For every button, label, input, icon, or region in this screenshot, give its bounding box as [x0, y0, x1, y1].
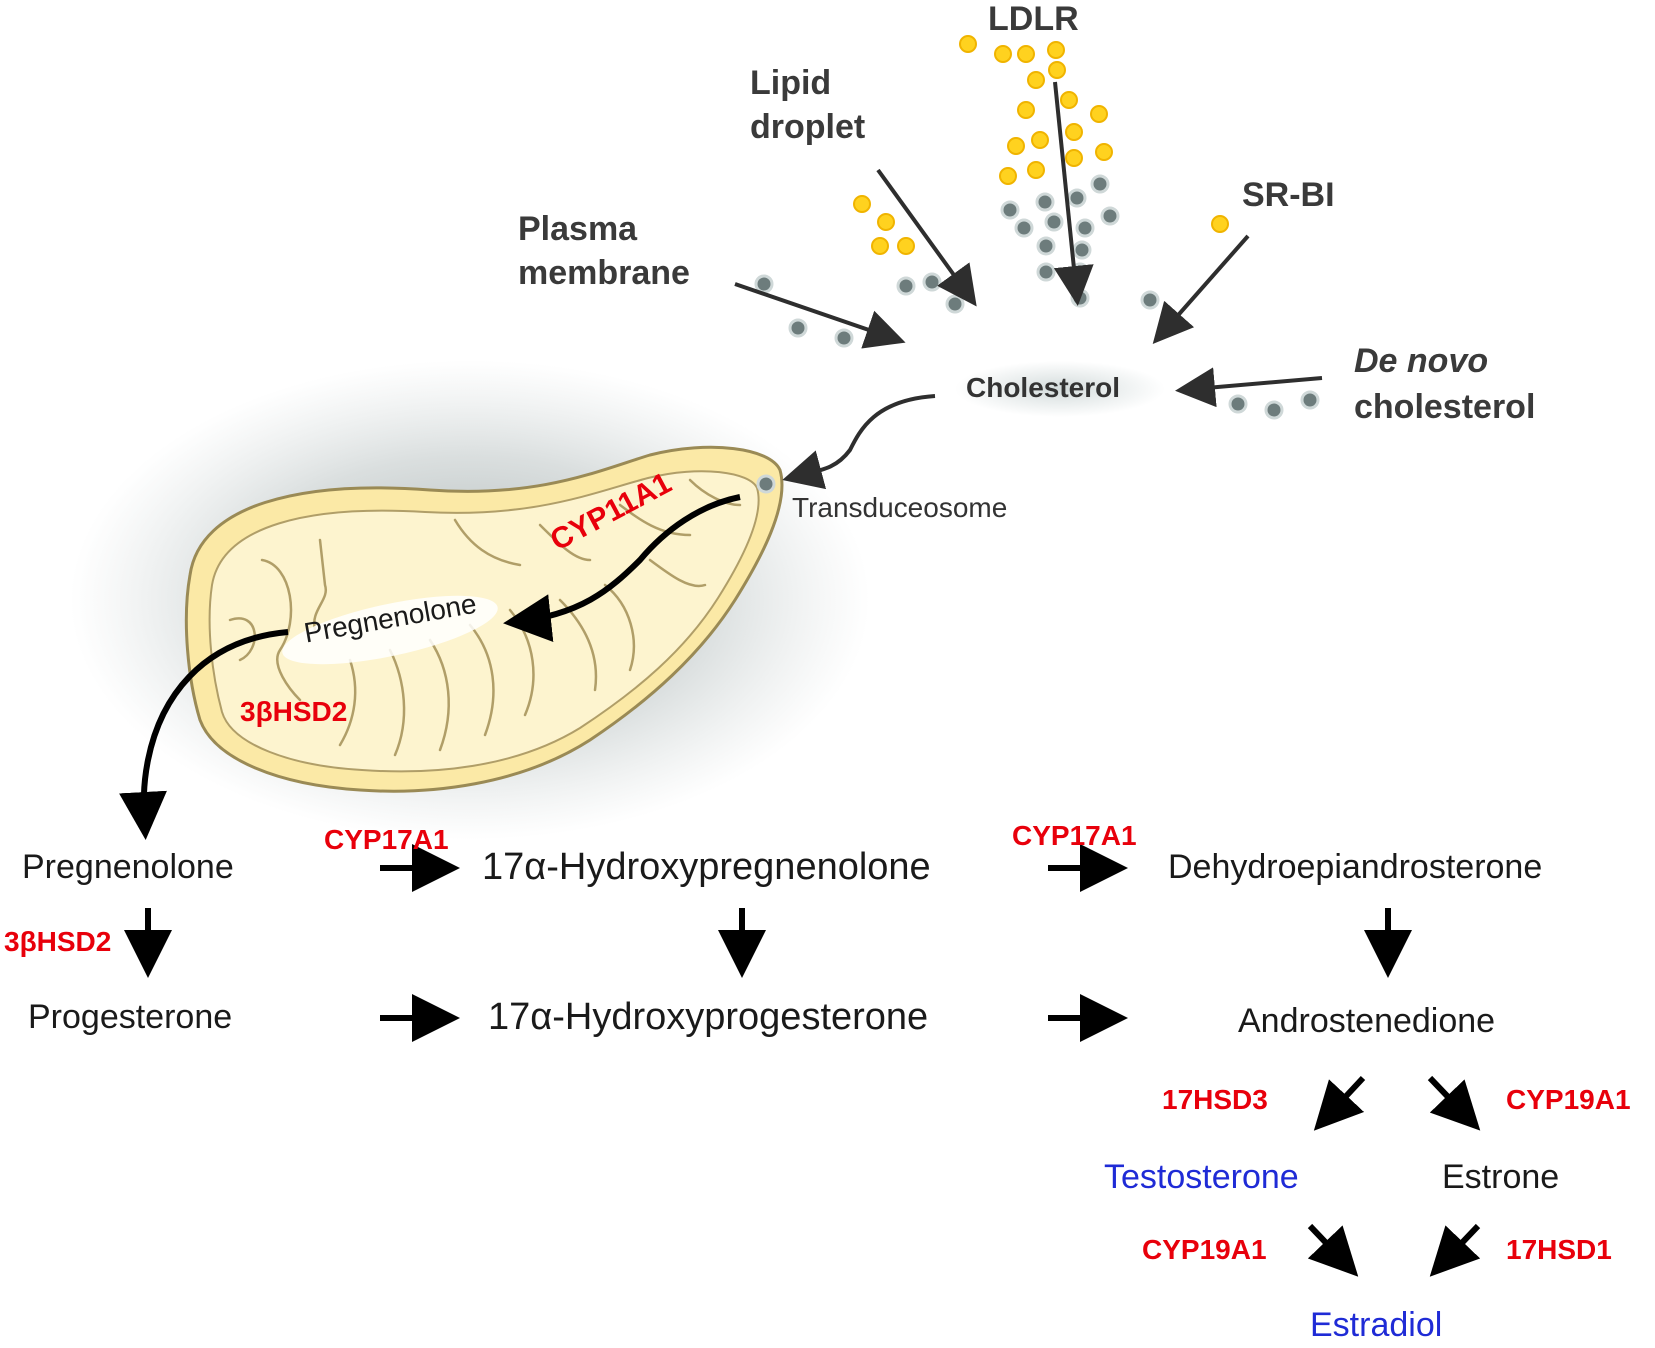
metabolite-testosterone: Testosterone: [1104, 1158, 1299, 1196]
lipid-dot-icon: [1017, 101, 1035, 119]
source-plasma-membrane-line1: Plasma: [518, 210, 638, 248]
lipid-dot-icon: [1048, 61, 1066, 79]
arrow-icon: [1313, 1075, 1366, 1131]
arrow-icon: [503, 494, 741, 642]
cholesterol-highlight: [955, 361, 1165, 417]
lipid-dot-icon: [1065, 149, 1083, 167]
source-lipid-droplet-line1: Lipid: [750, 64, 832, 102]
enzyme-17hsd3: 17HSD3: [1162, 1084, 1268, 1115]
chol-dot-icon: [1036, 236, 1056, 256]
chol-dot-icon: [922, 272, 942, 292]
source-de-novo-line2: cholesterol: [1354, 388, 1536, 426]
arrow-icon: [1152, 234, 1250, 344]
chol-dot-icon: [1067, 188, 1087, 208]
chol-dot-icon: [754, 274, 774, 294]
lipid-dot-icon: [1027, 71, 1045, 89]
chol-dot-icon: [1035, 192, 1055, 212]
cholesterol-label: Cholesterol: [966, 372, 1121, 403]
metabolite-estrone: Estrone: [1442, 1158, 1560, 1196]
lipid-dot-icon: [1017, 45, 1035, 63]
chol-dot-icon: [788, 318, 808, 338]
lipid-dot-icon: [999, 167, 1017, 185]
arrow-icon: [1429, 1223, 1481, 1277]
chol-dot-icon: [1000, 200, 1020, 220]
metabolite-dhea: Dehydroepiandrosterone: [1168, 848, 1543, 886]
chol-dot-icon: [1100, 206, 1120, 226]
source-plasma-membrane-line2: membrane: [518, 254, 690, 292]
source-sr-bi: SR-BI: [1242, 176, 1335, 214]
chol-dot-icon: [1140, 290, 1160, 310]
mito-arrows: [119, 494, 741, 840]
lipid-dot-icon: [959, 35, 977, 53]
enzyme-17hsd1: 17HSD1: [1506, 1234, 1612, 1265]
lipid-dot-icon: [1090, 105, 1108, 123]
lipid-dot-icon: [1047, 41, 1065, 59]
transduceosome-dot-icon: [756, 474, 776, 494]
source-de-novo-line1: De novo: [1354, 342, 1489, 380]
source-lipid-droplet-line2: droplet: [750, 108, 866, 146]
lipid-dot-icon: [877, 213, 895, 231]
enzyme-cyp19a1-second: CYP19A1: [1142, 1234, 1267, 1265]
lipid-dot-icon: [853, 195, 871, 213]
transduceosome-label: Transduceosome: [792, 492, 1008, 523]
enzyme-cyp17a1-first: CYP17A1: [324, 824, 449, 855]
lipid-dot-icon: [1065, 123, 1083, 141]
chol-dot-icon: [1075, 218, 1095, 238]
arrow-icon: [1307, 1223, 1359, 1277]
metabolite-androstenedione: Androstenedione: [1238, 1002, 1496, 1040]
chol-dot-icon: [1014, 218, 1034, 238]
enzyme-cyp17a1-second: CYP17A1: [1012, 820, 1137, 851]
metabolite-estradiol: Estradiol: [1310, 1306, 1443, 1344]
pathway-arrows: [124, 844, 1481, 1277]
chol-dot-icon: [1070, 288, 1090, 308]
metabolite-pregnenolone: Pregnenolone: [22, 848, 234, 886]
lipid-dot-icon: [1211, 215, 1229, 233]
mitochondrion-cristae: [228, 478, 742, 757]
chol-dot-icon: [1090, 174, 1110, 194]
cholesterol-dots: [754, 174, 1320, 494]
arrow-icon: [876, 168, 977, 307]
chol-dot-icon: [1264, 400, 1284, 420]
arrow-icon: [119, 629, 289, 840]
enzyme-3bhsd2-mito: 3βHSD2: [240, 696, 348, 727]
lipid-dot-icon: [1031, 131, 1049, 149]
mitochondrion: [70, 360, 870, 840]
chol-dot-icon: [945, 294, 965, 314]
metabolite-17a-hydroxypregnenolone: 17α-Hydroxypregnenolone: [482, 846, 931, 888]
lipid-dot-icon: [897, 237, 915, 255]
source-arrows: [734, 81, 1323, 490]
chol-dot-icon: [896, 276, 916, 296]
arrow-icon: [1053, 81, 1094, 306]
chol-dot-icon: [834, 328, 854, 348]
enzyme-cyp19a1-first: CYP19A1: [1506, 1084, 1631, 1115]
arrow-icon: [1427, 1075, 1481, 1131]
pregnenolone-highlight: [282, 595, 498, 665]
lipid-dot-icon: [1007, 137, 1025, 155]
chol-dot-icon: [1300, 390, 1320, 410]
chol-dot-icon: [1072, 240, 1092, 260]
lipid-dot-icon: [1060, 91, 1078, 109]
metabolite-progesterone: Progesterone: [28, 998, 233, 1036]
lipid-dot-icon: [1095, 143, 1113, 161]
lipid-dots: [853, 35, 1229, 255]
arrow-icon: [1175, 367, 1323, 408]
chol-dot-icon: [1044, 212, 1064, 232]
chol-dot-icon: [1036, 262, 1056, 282]
arrow-icon: [782, 394, 936, 490]
lipid-dot-icon: [994, 45, 1012, 63]
lipid-dot-icon: [1027, 161, 1045, 179]
enzyme-3bhsd2-pathway: 3βHSD2: [4, 926, 112, 957]
metabolite-17a-hydroxyprogesterone: 17α-Hydroxyprogesterone: [488, 996, 929, 1038]
arrow-icon: [734, 282, 906, 349]
source-ldlr: LDLR: [988, 0, 1079, 38]
chol-dot-icon: [1228, 394, 1248, 414]
lipid-dot-icon: [871, 237, 889, 255]
